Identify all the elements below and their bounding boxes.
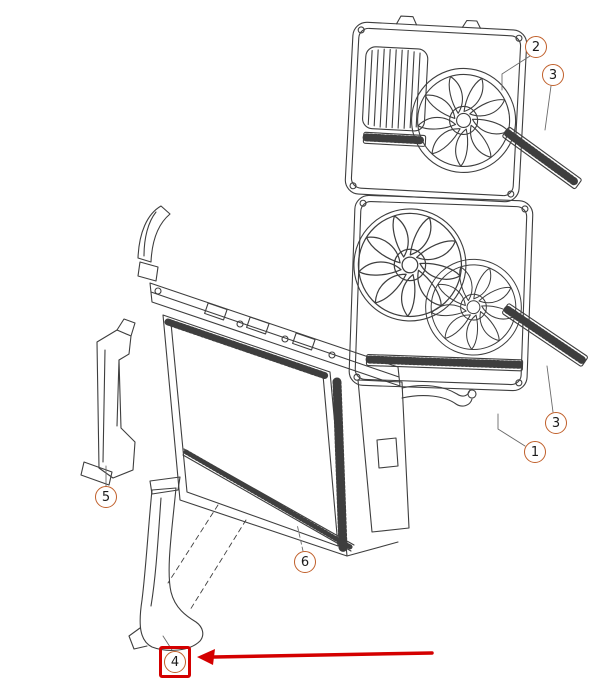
highlight-box	[159, 646, 191, 678]
callout-3-lower-label: 3	[551, 415, 561, 431]
callout-2-label: 2	[531, 39, 541, 55]
callout-2[interactable]: 2	[525, 36, 547, 58]
callout-5-label: 5	[101, 489, 111, 505]
highlight-arrow	[197, 649, 434, 665]
seal-strip	[182, 448, 355, 552]
dual-fan-shroud	[348, 194, 534, 392]
callout-leader-lines	[105, 55, 554, 651]
callout-6[interactable]: 6	[294, 551, 316, 573]
callout-6-label: 6	[300, 554, 310, 570]
mounting-strip-lower	[502, 303, 588, 367]
assembly-guide-lines	[167, 504, 247, 611]
mounting-strip-upper	[502, 126, 582, 190]
callout-3-upper[interactable]: 3	[542, 64, 564, 86]
callout-1-label: 1	[530, 444, 540, 460]
callout-5[interactable]: 5	[95, 486, 117, 508]
single-fan-shroud	[344, 15, 528, 203]
callout-4[interactable]: 4	[164, 651, 186, 673]
callout-3-lower[interactable]: 3	[545, 412, 567, 434]
side-bracket	[80, 318, 136, 486]
callout-4-label: 4	[170, 654, 180, 670]
callout-1[interactable]: 1	[524, 441, 546, 463]
callout-3-upper-label: 3	[548, 67, 558, 83]
lower-air-duct	[128, 476, 204, 651]
radiator-lock-carrier	[137, 205, 477, 557]
